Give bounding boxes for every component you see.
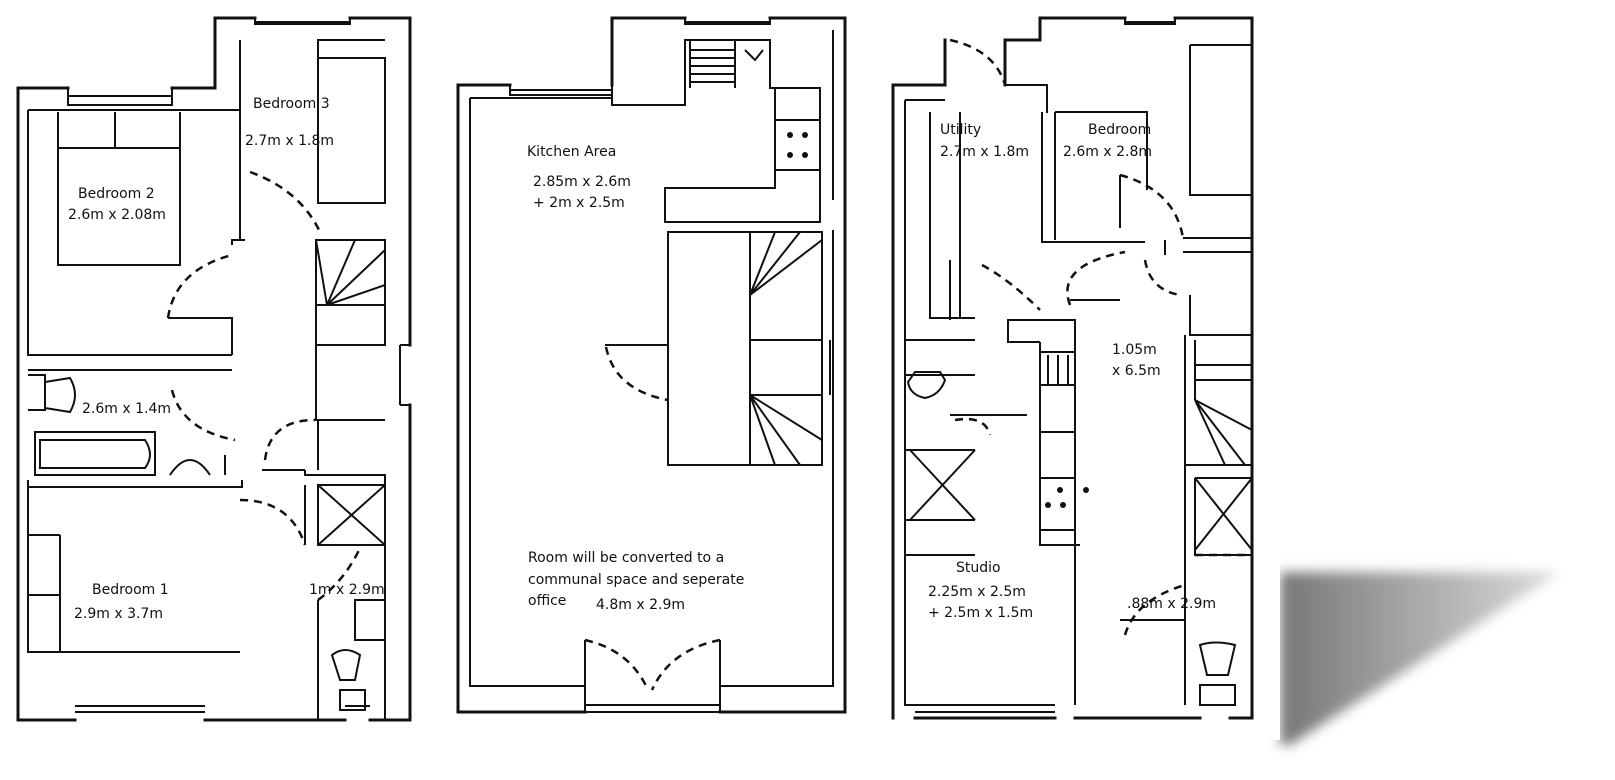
ground-floor-plan <box>456 16 847 714</box>
upper-floor-plan <box>16 16 412 722</box>
hall-length: x 6.5m <box>1112 363 1161 379</box>
room-label-bedroom-2: Bedroom 2 <box>78 186 155 202</box>
room-size-studio-extra: + 2.5m x 1.5m <box>928 605 1034 621</box>
room-size-kitchen-extra: + 2m x 2.5m <box>533 195 625 211</box>
hall-width: 1.05m <box>1112 342 1157 358</box>
room-size-bathroom: 2.6m x 1.4m <box>82 401 171 417</box>
room-size-bedroom: 2.6m x 2.8m <box>1063 144 1152 160</box>
room-size-ensuite: 1m x 2.9m <box>309 582 385 598</box>
room-note-line-2: communal space and seperate <box>528 572 745 588</box>
annex-plan <box>787 16 1254 720</box>
room-size-studio: 2.25m x 2.5m <box>928 584 1026 600</box>
room-note-line-1: Room will be converted to a <box>528 550 725 566</box>
room-size-annex-bathroom: .88m x 2.9m <box>1127 596 1216 612</box>
room-label-bedroom: Bedroom <box>1088 122 1152 138</box>
room-size-kitchen: 2.85m x 2.6m <box>533 174 631 190</box>
room-label-utility: Utility <box>940 122 982 138</box>
room-size-communal: 4.8m x 2.9m <box>596 597 685 613</box>
room-size-bedroom-2: 2.6m x 2.08m <box>68 207 166 223</box>
room-size-bedroom-3: 2.7m x 1.8m <box>245 133 334 149</box>
room-label-studio: Studio <box>956 560 1001 576</box>
room-size-utility: 2.7m x 1.8m <box>940 144 1029 160</box>
room-size-bedroom-1: 2.9m x 3.7m <box>74 606 163 622</box>
room-label-bedroom-3: Bedroom 3 <box>253 96 330 112</box>
room-label-kitchen: Kitchen Area <box>527 144 617 160</box>
room-note-line-3: office <box>528 593 567 609</box>
room-label-bedroom-1: Bedroom 1 <box>92 582 169 598</box>
